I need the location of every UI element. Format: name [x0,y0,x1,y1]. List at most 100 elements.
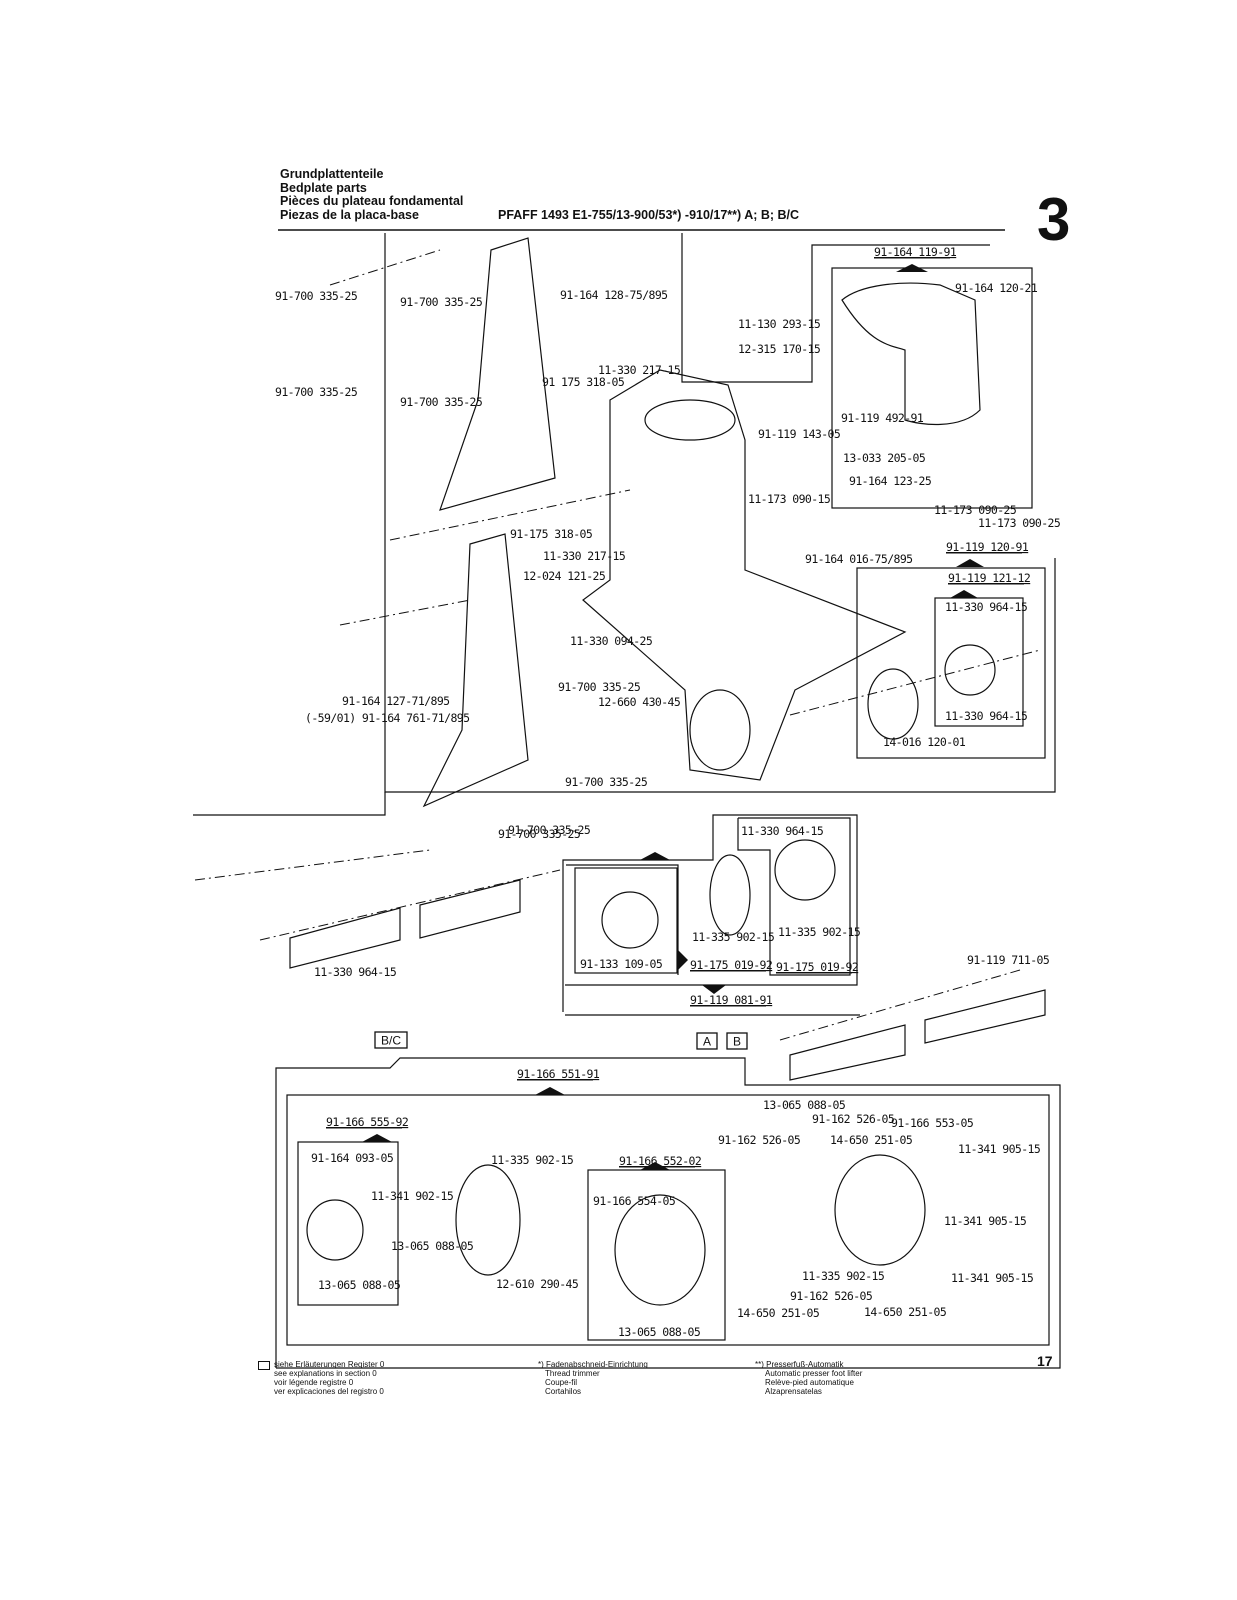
part-callout: 13-065 088-05 [763,1098,845,1112]
part-callout: 13-065 088-05 [618,1325,700,1339]
part-callout: 91-162 526-05 [790,1289,872,1303]
part-callout: 91-700 335-25 [275,385,357,399]
part-callout: 91-164 093-05 [311,1151,393,1165]
part-callout: 14-650 251-05 [737,1306,819,1320]
version-tag-box [374,1031,408,1049]
section-number: 3 [1037,186,1071,253]
part-callout: 91-700 335-25 [400,295,482,309]
part-callout: 11-330 964-15 [945,709,1027,723]
footnote-lifter-en: Automatic presser foot lifter [765,1369,863,1378]
shaft-left [289,907,401,969]
footnote-lifter: **) Presserfuß-Automatik Automatic press… [755,1360,862,1396]
part-callout: 11-330 094-25 [570,634,652,648]
version-tag: A [703,1035,711,1049]
part-callout: 11-335 902-15 [491,1153,573,1167]
machine-model: PFAFF 1493 E1-755/13-900/53*) -910/17**)… [498,208,800,222]
part-callout: 91-119 143-05 [758,427,840,441]
version-tag-box [696,1032,718,1050]
collar-assembly-box [297,1141,399,1306]
ball-bearing [867,668,919,740]
part-callout: 91-166 554-05 [593,1194,675,1208]
part-callout: 91-119 492-91 [841,411,924,425]
collar-subassembly-box [934,597,1024,727]
coupling-disc [709,854,751,936]
collar [944,644,996,696]
assembly-label: 91-164 119-91 [874,245,957,259]
cover-part [841,282,981,425]
part-callout: 11-341 905-15 [958,1142,1040,1156]
part-callout: 91-164 120-21 [955,281,1038,295]
version-tag-box [726,1032,748,1050]
footnote-lifter-de: **) Presserfuß-Automatik [755,1360,844,1369]
coupling-assembly-frame [562,814,858,1012]
part-callout: 11-173 090-25 [978,516,1060,530]
part-callout: 91-700 335-25 [565,775,647,789]
assembly-label: 91-119 081-91 [690,993,773,1007]
part-callout: 11-341 905-15 [944,1214,1026,1228]
part-callout: 91-700 335-25 [275,289,357,303]
assembly-label: 91-175 019-92 [776,960,858,974]
part-callout: 14-650 251-05 [864,1305,946,1319]
bearing-assembly-box [856,567,1046,759]
upper-section-frame [384,233,1056,793]
footnote-trimmer-en: Thread trimmer [545,1369,600,1378]
clutch-housing [614,1194,706,1306]
arrow-up [896,264,928,272]
lower-section-frame [275,1057,1061,1369]
footnote-lifter-fr: Relève-pied automatique [765,1378,854,1387]
assembly-label: 91-175 019-92 [690,958,772,972]
clutch-plate [834,1154,926,1266]
assembly-label: 91-166 552-02 [619,1154,701,1168]
part-callout: 91-175 318-05 [510,527,592,541]
part-callout: 91-119 711-05 [967,953,1049,967]
side-plate-lower [422,533,529,808]
shaft-right [789,1024,906,1081]
part-callout: 91-162 526-05 [812,1112,894,1126]
part-callout: 14-650 251-05 [830,1133,912,1147]
part-callout: 91-164 127-71/895 [342,694,450,708]
part-callout: 12-024 121-25 [523,569,605,583]
footnote-register-fr: voir légende registre 0 [274,1378,354,1387]
part-callout: 13-065 088-05 [391,1239,473,1253]
footnote-trimmer: *) Fadenabschneid-Einrichtung Thread tri… [538,1360,648,1396]
part-callout: 11-173 090-15 [748,492,830,506]
part-callout: 13-065 088-05 [318,1278,400,1292]
part-callout: 12-660 430-45 [598,695,680,709]
assembly-label: 91-166 555-92 [326,1115,408,1129]
side-plate-upper [439,237,556,511]
part-callout: 91-162 526-05 [718,1133,800,1147]
part-callout: 91-164 123-25 [849,474,931,488]
version-tag: B/C [381,1034,401,1048]
collar-part [306,1199,364,1261]
part-callout: 91-700 335-25 [498,827,580,841]
footnote-register: siehe Erläuterungen Register 0 see expla… [274,1360,384,1396]
part-callout: 91 175 318-05 [542,375,624,389]
part-callout: 11-335 902-15 [692,930,774,944]
part-callout: 91-700 335-25 [508,823,590,837]
part-callout: 11-341 902-15 [371,1189,453,1203]
part-callout: 14-016 120-01 [883,735,966,749]
part-callout: 11-330 964-15 [741,824,823,838]
part-callout: 11-335 902-15 [802,1269,884,1283]
assembly-label: 91-119 121-12 [948,571,1030,585]
clutch-disc [455,1164,521,1276]
part-callout: 91-164 128-75/895 [560,288,668,302]
footnote-register-de: siehe Erläuterungen Register 0 [274,1360,385,1369]
coupling-left [601,891,659,949]
title-fr: Pièces du plateau fondamental [280,194,464,208]
cover-assembly-box [831,267,1033,509]
title-es: Piezas de la placa-base [280,207,419,222]
footnote-register-en: see explanations in section 0 [274,1369,377,1378]
legend-box-icon [258,1361,270,1370]
footnote-trimmer-de: *) Fadenabschneid-Einrichtung [538,1360,648,1369]
footnote-lifter-es: Alzaprensatelas [765,1387,822,1396]
coupling-right [774,839,836,901]
title-en: Bedplate parts [280,180,367,195]
part-callout: 11-341 905-15 [951,1271,1033,1285]
page-number: 17 [1037,1353,1053,1369]
assembly-label: 91-166 551-91 [517,1067,600,1081]
assembly-label: 91-119 120-91 [946,540,1029,554]
